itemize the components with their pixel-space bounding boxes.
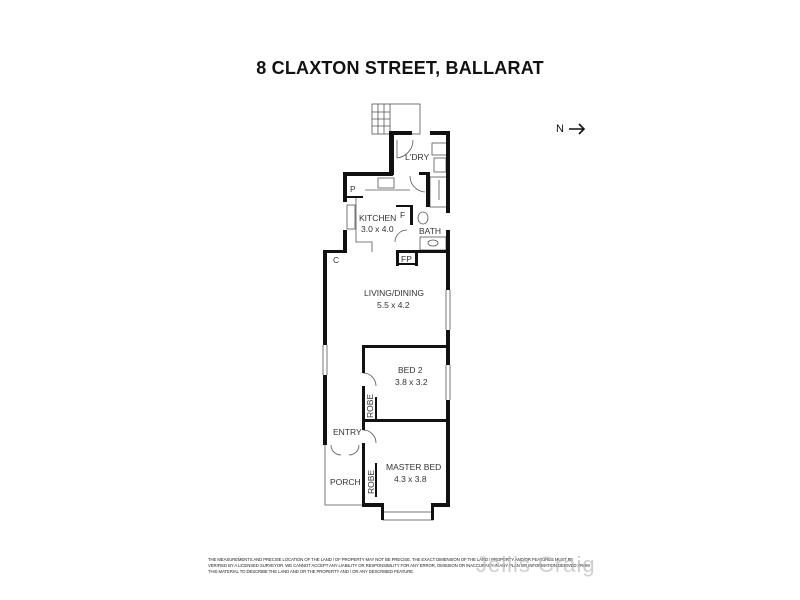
label-robe-master: ROBE [366,470,376,494]
label-robe-bed2: ROBE [365,394,375,418]
label-laundry: L'DRY [405,152,429,162]
label-kitchen-size: 3.0 x 4.0 [361,224,394,234]
label-bed2: BED 2 [398,365,423,375]
label-living: LIVING/DINING [364,288,424,298]
disclaimer-text: THE MEASUREMENTS AND PRECISE LOCATION OF… [208,557,590,574]
room-labels: L'DRY P KITCHEN 3.0 x 4.0 F BATH C FP LI… [330,152,441,494]
label-entry: ENTRY [333,427,362,437]
arrow-right-icon [568,123,586,135]
label-pantry: P [350,184,356,194]
north-label: N [556,123,564,135]
label-living-size: 5.5 x 4.2 [377,300,410,310]
label-master-size: 4.3 x 3.8 [394,474,427,484]
label-kitchen: KITCHEN [359,213,396,223]
label-fridge: F [400,210,405,220]
label-cupboard: C [333,255,339,265]
thin-lines [322,103,451,521]
watermark-logo: Jellis Craig [476,552,596,577]
label-bath: BATH [419,226,441,236]
label-bed2-size: 3.8 x 3.2 [395,377,428,387]
label-porch: PORCH [330,477,361,487]
label-fireplace: FP [401,254,412,264]
plan-title: 8 CLAXTON STREET, BALLARAT [256,58,544,78]
north-indicator: N [556,123,586,135]
label-master: MASTER BED [386,462,441,472]
walls [323,131,450,520]
